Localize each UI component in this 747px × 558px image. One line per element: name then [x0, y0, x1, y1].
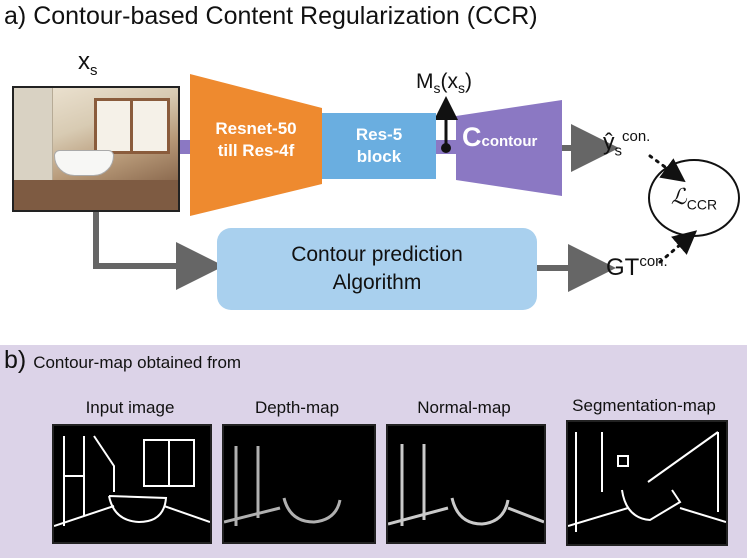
map-label-depth: Depth-map — [254, 398, 340, 417]
loss-node: ℒCCR — [648, 159, 740, 237]
contour-map-depth — [222, 424, 376, 544]
res5-label-line1: Res-5 — [355, 125, 403, 144]
resnet-label-line1: Resnet-50 — [215, 119, 297, 138]
resnet-label: Resnet-50 till Res-4f — [190, 118, 322, 162]
photo-bathtub — [54, 150, 114, 176]
res5-block — [322, 113, 436, 179]
section-a-prefix: a) — [4, 2, 27, 30]
photo-window — [94, 98, 170, 154]
contour-map-segmentation-drawing — [568, 431, 726, 532]
mask-sub: s — [433, 80, 441, 97]
pred-main: ŷ — [603, 128, 615, 155]
c-contour-sub: contour — [481, 133, 538, 150]
pred-sup: con. — [622, 128, 651, 145]
input-label-sub: s — [90, 61, 98, 79]
map-label-input: Input image — [85, 398, 175, 417]
photo-floor — [14, 180, 178, 210]
architecture-diagram — [93, 74, 698, 292]
contour-map-segmentation — [566, 420, 728, 546]
gt-sup: con. — [639, 253, 668, 270]
input-label: xs — [78, 48, 98, 79]
ground-truth-label: GTcon. — [606, 253, 668, 282]
contour-map-depth-drawing — [224, 446, 342, 526]
map-label-normal: Normal-map — [417, 398, 511, 417]
contour-map-input-drawing — [54, 435, 210, 527]
section-b-title: b) Contour-map obtained from — [4, 346, 241, 375]
mask-arg-open: (x — [440, 70, 459, 93]
pred-sub: s — [614, 142, 623, 160]
mask-tap-dot — [441, 143, 451, 153]
loss-main: ℒ — [670, 185, 687, 210]
loss-sub: CCR — [686, 196, 718, 213]
c-contour-block — [456, 100, 562, 196]
map-label-segmentation: Segmentation-map — [572, 396, 716, 415]
input-to-cpa-arrow — [93, 210, 224, 290]
resnet-label-line2: till Res-4f — [217, 141, 295, 160]
section-b-prefix: b) — [4, 346, 27, 374]
mask-label: Ms(xs) — [416, 70, 472, 96]
res5-label-line2: block — [356, 147, 402, 166]
section-a-title: a) Contour-based Content Regularization … — [4, 2, 538, 31]
contour-map-input — [52, 424, 212, 544]
c-contour-label: Ccontour — [462, 124, 538, 153]
section-b-title-text: Contour-map obtained from — [33, 353, 242, 372]
section-a-title-text: Contour-based Content Regularization (CC… — [33, 2, 538, 30]
gt-main: GT — [606, 254, 640, 281]
c-contour-main: C — [462, 122, 482, 152]
input-image — [12, 86, 180, 212]
mask-main: M — [416, 70, 434, 93]
prediction-label: ŷscon. — [603, 128, 650, 159]
gt-to-loss-arrow — [658, 230, 698, 264]
photo-wall — [14, 88, 53, 180]
mask-arg-close: ) — [465, 70, 472, 93]
cpa-label-line2: Algorithm — [332, 271, 422, 294]
contour-map-normal — [386, 424, 546, 544]
cpa-label-line1: Contour prediction — [291, 243, 463, 266]
contour-prediction-block: Contour prediction Algorithm — [217, 228, 537, 310]
res5-label: Res-5 block — [322, 124, 436, 168]
resnet-block — [190, 74, 322, 216]
mask-arg-sub: s — [458, 80, 465, 97]
input-label-main: x — [78, 48, 90, 75]
contour-map-normal-drawing — [388, 444, 544, 526]
